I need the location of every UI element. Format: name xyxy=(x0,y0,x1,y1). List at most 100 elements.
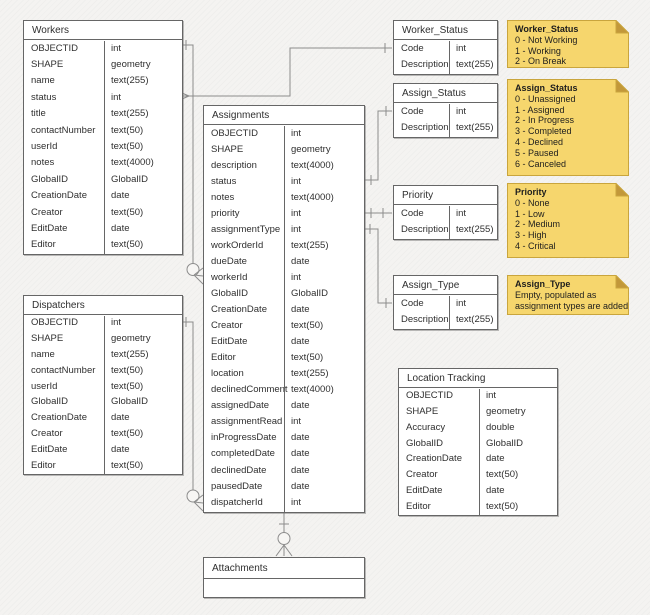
note-line: 4 - Declined xyxy=(515,136,564,147)
field-name: EditDate xyxy=(211,336,248,348)
note-line: Empty, populated as xyxy=(515,289,597,300)
field-type: date xyxy=(291,480,310,492)
field-type: text(255) xyxy=(456,122,494,134)
field-name: Description xyxy=(401,122,449,134)
field-name: Code xyxy=(401,105,424,117)
connector-assignments-priority-to-priority-code[interactable] xyxy=(365,208,392,218)
field-type: int xyxy=(456,42,467,54)
field-type: date xyxy=(291,255,310,267)
field-type: int xyxy=(486,390,497,402)
field-name: OBJECTID xyxy=(31,317,78,329)
table-title-location-tracking: Location Tracking xyxy=(399,369,557,388)
field-type: text(50) xyxy=(291,320,324,332)
field-name: Creator xyxy=(31,206,63,218)
crowfoot-many-prong xyxy=(193,267,204,276)
note-line: 0 - Unassigned xyxy=(515,93,576,104)
field-name: description xyxy=(211,159,257,171)
column-divider xyxy=(479,389,480,515)
field-name: title xyxy=(31,108,46,120)
field-type: int xyxy=(291,127,302,139)
field-type: text(255) xyxy=(291,368,329,380)
field-type: int xyxy=(111,317,122,329)
field-type: date xyxy=(111,443,130,455)
field-name: declinedDate xyxy=(211,464,267,476)
note-fold-corner xyxy=(615,79,629,93)
field-name: contactNumber xyxy=(31,364,96,376)
field-name: CreationDate xyxy=(406,453,462,465)
connector-assignments-to-attachments[interactable] xyxy=(275,513,293,557)
table-row: Editor text(50) xyxy=(399,498,557,514)
field-name: SHAPE xyxy=(31,59,64,71)
table-title-priority: Priority xyxy=(394,186,497,205)
table-row: inProgressDate date xyxy=(204,430,364,446)
table-title-dispatchers: Dispatchers xyxy=(24,296,182,315)
field-type: GlobalID xyxy=(486,437,523,449)
connector-workers-status-to-worker-status-code[interactable] xyxy=(176,43,392,102)
table-attachments[interactable]: Attachments xyxy=(203,557,365,598)
table-row: OBJECTID int xyxy=(24,315,182,331)
crowfoot-many-prong xyxy=(193,494,204,503)
field-type: text(50) xyxy=(486,500,519,512)
column-divider xyxy=(449,41,450,74)
table-title-workers: Workers xyxy=(24,21,182,40)
crowfoot-many-prong xyxy=(193,274,204,285)
field-name: status xyxy=(211,175,237,187)
field-type: text(50) xyxy=(111,364,144,376)
note-shape xyxy=(507,79,629,176)
column-divider xyxy=(104,41,105,254)
field-name: dispatcherId xyxy=(211,496,263,508)
note-line: 0 - None xyxy=(515,197,550,208)
field-type: text(4000) xyxy=(291,191,334,203)
column-divider xyxy=(449,206,450,239)
table-row: contactNumber text(50) xyxy=(24,362,182,378)
field-name: OBJECTID xyxy=(406,390,453,402)
connector-line xyxy=(365,110,392,181)
field-type: geometry xyxy=(111,333,151,345)
note-fold-corner xyxy=(615,20,629,34)
field-name: SHAPE xyxy=(406,406,439,418)
field-name: GlobalID xyxy=(406,437,443,449)
field-type: date xyxy=(291,432,310,444)
connector-assignments-assignmenttype-to-assign-type-code[interactable] xyxy=(365,224,392,308)
field-name: Editor xyxy=(406,500,431,512)
field-name: status xyxy=(31,91,57,103)
note-line: 6 - Canceled xyxy=(515,158,567,169)
crowfoot-many-prong xyxy=(193,501,204,512)
field-type: text(50) xyxy=(291,352,324,364)
field-type: date xyxy=(111,190,130,202)
field-name: inProgressDate xyxy=(211,432,277,444)
field-type: text(50) xyxy=(111,427,144,439)
note-fold-corner xyxy=(615,275,629,289)
connector-assignments-status-to-assign-status-code[interactable] xyxy=(365,106,392,185)
